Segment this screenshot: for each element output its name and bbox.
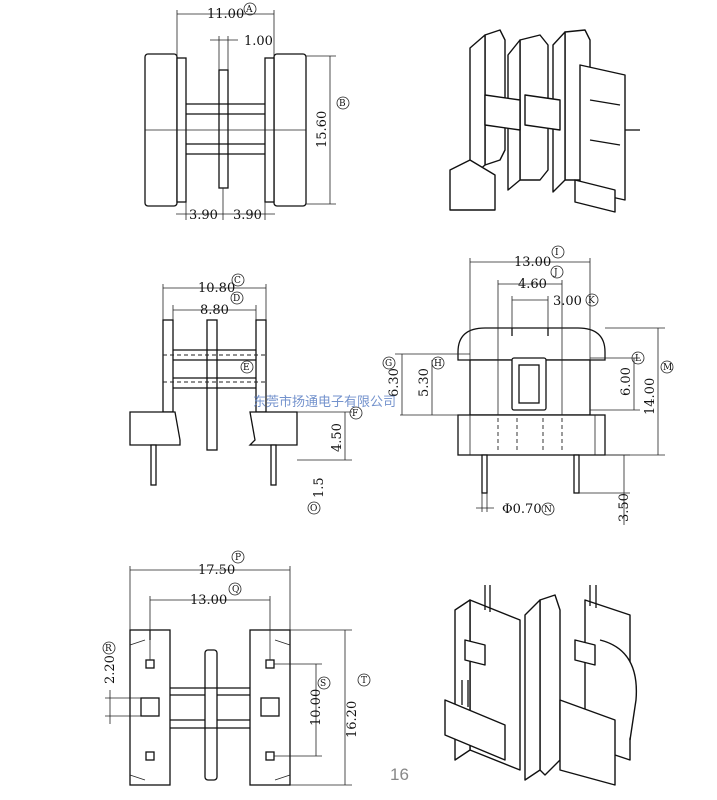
dim-right-offset: 3.90	[233, 208, 262, 223]
dim-pin-length: 3.50	[617, 493, 632, 522]
tag-m: M	[663, 363, 672, 373]
dim-total-height: 14.00	[643, 378, 658, 415]
tag-t: T	[361, 676, 367, 686]
tag-q: Q	[232, 585, 239, 595]
tag-b: B	[339, 99, 346, 109]
dim-h2: 5.30	[417, 368, 432, 397]
dim-slot: 3.00	[553, 294, 582, 309]
isometric-view-bottom	[444, 585, 638, 786]
tag-a: A	[245, 5, 253, 15]
side-view: 10.80 C 8.80 D E 4.50 F 1.5 O	[129, 273, 363, 515]
tag-s: S	[320, 679, 326, 689]
dim-pin-height: 4.50	[330, 423, 345, 452]
dim-pin-size: 1.5	[312, 477, 327, 498]
dim-front-width: 13.00	[514, 255, 551, 270]
tag-d: D	[233, 294, 240, 304]
dim-height: 15.60	[315, 111, 330, 148]
dim-h1: 6.30	[387, 368, 402, 397]
tag-r: R	[105, 644, 112, 654]
page-number: 16	[390, 765, 409, 784]
dim-pin-span: 13.00	[190, 593, 227, 608]
dim-pin-diameter: Φ0.70	[502, 502, 542, 517]
dim-bottom-height: 16.20	[345, 701, 360, 738]
dim-width: 11.00	[207, 7, 244, 22]
tag-f: F	[352, 409, 358, 419]
dim-pitch: 2.20	[103, 655, 118, 684]
tag-e: E	[243, 363, 250, 373]
tag-p: P	[235, 553, 241, 563]
dim-inner-width: 8.80	[200, 303, 229, 318]
tag-i: I	[555, 248, 559, 258]
tag-l: L	[635, 354, 641, 364]
dim-inner: 10.00	[309, 689, 324, 726]
dim-left-offset: 3.90	[189, 208, 218, 223]
watermark: 东莞市扬通电子有限公司	[253, 394, 396, 410]
tag-k: K	[588, 296, 595, 306]
tag-g: G	[385, 359, 392, 369]
tag-h: H	[434, 359, 442, 369]
top-view: 11.00 A 1.00 15.60 B 3.90 3.90	[144, 2, 350, 223]
dim-window-height: 6.00	[619, 367, 634, 396]
front-view: 13.00 I 4.60 J 3.00 K 6.30 5.30 G H 6.00	[382, 245, 674, 525]
dim-window-width: 4.60	[518, 277, 547, 292]
tag-o: O	[310, 504, 317, 514]
bottom-view: 17.50 P 13.00 Q 2.20 R 10.00 S 16.20 T	[102, 550, 371, 786]
tag-c: C	[234, 276, 241, 286]
tag-j: J	[553, 268, 558, 278]
dim-flange: 1.00	[244, 34, 273, 49]
isometric-view-top	[449, 29, 640, 213]
dim-bottom-width: 17.50	[198, 563, 235, 578]
dim-outer-width: 10.80	[198, 281, 235, 296]
tag-n: N	[544, 505, 552, 515]
